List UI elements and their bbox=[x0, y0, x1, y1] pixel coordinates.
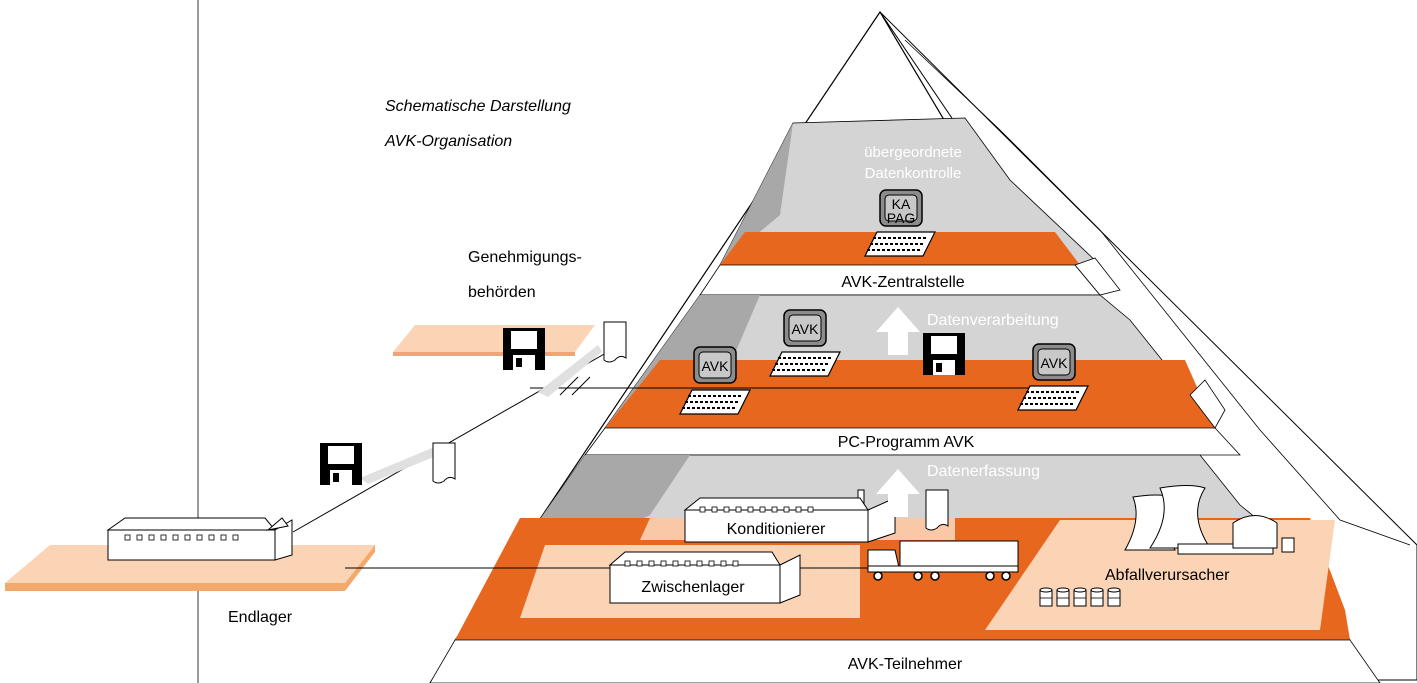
top-heading-line-1: übergeordnete bbox=[864, 144, 962, 161]
window bbox=[232, 534, 239, 541]
floppy-disk-icon bbox=[503, 328, 545, 370]
cooling-tower-icon bbox=[1124, 485, 1295, 555]
window bbox=[636, 560, 643, 567]
building-label-conditioner: Konditionierer bbox=[727, 521, 826, 538]
floppy-disk-icon bbox=[923, 333, 965, 375]
document-icon bbox=[432, 442, 456, 484]
window bbox=[660, 560, 667, 567]
band-label-central-office: AVK-Zentralstelle bbox=[841, 274, 964, 291]
window bbox=[735, 506, 742, 513]
window bbox=[184, 534, 191, 541]
arrow-up-icon bbox=[876, 307, 920, 355]
arrow-up-icon bbox=[876, 469, 920, 517]
window bbox=[795, 506, 802, 513]
flow-label-processing: Datenverarbeitung bbox=[927, 312, 1059, 329]
barrel-icon bbox=[1090, 587, 1104, 607]
window bbox=[699, 506, 706, 513]
band-label-participants: AVK-Teilnehmer bbox=[848, 656, 963, 673]
window bbox=[711, 506, 718, 513]
window bbox=[136, 534, 143, 541]
document-icon bbox=[603, 321, 627, 363]
window bbox=[196, 534, 203, 541]
window bbox=[160, 534, 167, 541]
window bbox=[732, 560, 739, 567]
floppy-disk-icon bbox=[320, 443, 362, 485]
window bbox=[720, 560, 727, 567]
window bbox=[723, 506, 730, 513]
window bbox=[684, 560, 691, 567]
barrel-icon bbox=[1056, 587, 1070, 607]
window bbox=[124, 534, 131, 541]
repository-building bbox=[106, 517, 293, 561]
band-label-pc-program: PC-Programm AVK bbox=[838, 434, 975, 451]
barrels bbox=[1039, 587, 1121, 607]
barrel-icon bbox=[1039, 587, 1053, 607]
window bbox=[783, 506, 790, 513]
window bbox=[172, 534, 179, 541]
terminal-label-avk: AVK bbox=[1041, 355, 1069, 371]
window bbox=[747, 506, 754, 513]
window bbox=[648, 560, 655, 567]
title-line-2: AVK-Organisation bbox=[384, 133, 512, 150]
interim-storage-windows bbox=[624, 560, 739, 567]
top-heading-line-2: Datenkontrolle bbox=[865, 165, 962, 182]
factory-building-conditioner bbox=[683, 489, 896, 543]
barrel-icon bbox=[1073, 587, 1087, 607]
authority-platform bbox=[393, 325, 595, 356]
document-icon bbox=[925, 489, 949, 531]
flow-label-capture: Datenerfassung bbox=[927, 463, 1040, 480]
terminal-label-avk: AVK bbox=[792, 321, 820, 337]
window bbox=[807, 506, 814, 513]
building-label-interim-storage: Zwischenlager bbox=[641, 579, 745, 596]
window bbox=[771, 506, 778, 513]
window bbox=[672, 560, 679, 567]
window bbox=[208, 534, 215, 541]
producer-label: Abfallverursacher bbox=[1105, 567, 1230, 584]
conditioner-windows bbox=[699, 506, 814, 513]
flow-arrow-upper bbox=[538, 345, 602, 397]
repository-label: Endlager bbox=[228, 609, 293, 626]
truck-icon bbox=[867, 540, 1019, 581]
window bbox=[148, 534, 155, 541]
terminal-label-avk: AVK bbox=[702, 358, 730, 374]
terminal-label-line-1: KA bbox=[892, 196, 911, 212]
title-line-1: Schematische Darstellung bbox=[385, 98, 571, 115]
window bbox=[624, 560, 631, 567]
terminal-label-line-2: PAG bbox=[887, 210, 916, 226]
barrel-icon bbox=[1107, 587, 1121, 607]
window bbox=[696, 560, 703, 567]
authority-label-line-1: Genehmigungs- bbox=[468, 249, 582, 266]
window bbox=[708, 560, 715, 567]
window bbox=[759, 506, 766, 513]
flow-arrow-lower bbox=[360, 448, 436, 484]
window bbox=[220, 534, 227, 541]
authority-label-line-2: behörden bbox=[468, 284, 536, 301]
repository-windows bbox=[124, 534, 239, 541]
